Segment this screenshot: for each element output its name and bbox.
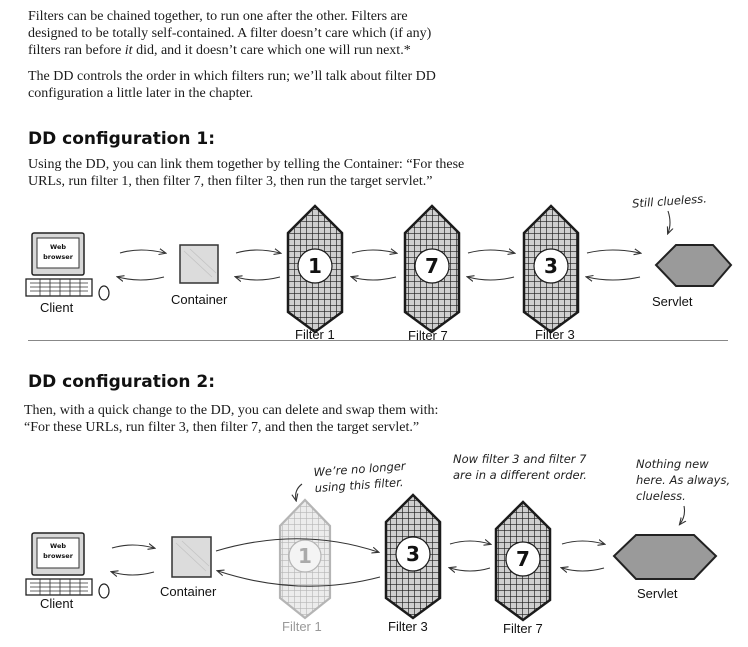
arrow-icon	[449, 541, 490, 544]
filter-1-removed-icon: 1	[278, 498, 332, 620]
config2-servlet-label: Servlet	[637, 586, 678, 601]
bypass-arrow-icon	[215, 538, 378, 552]
config2-diagram: Web browser 1 3 7	[25, 483, 718, 622]
arrow-icon	[561, 541, 604, 544]
arrow-icon	[587, 277, 641, 280]
arrow-icon	[562, 568, 605, 571]
order-note-line-2: are in a different order.	[453, 468, 587, 482]
filter-3-number: 3	[544, 254, 558, 278]
config2-client-label: Client	[40, 596, 74, 611]
client-computer-icon: Web browser	[25, 232, 110, 301]
config2-filter-3-label: Filter 3	[388, 619, 428, 634]
client-computer-icon: Web browser	[25, 532, 110, 599]
config1-arrows	[118, 210, 670, 280]
filter-1-number: 1	[308, 254, 322, 278]
filter-7-number: 7	[516, 547, 530, 571]
note-pointer-arrow-icon	[668, 210, 670, 233]
servlet-icon	[612, 534, 718, 580]
config1-servlet-label: Servlet	[652, 294, 693, 309]
arrow-icon	[119, 250, 165, 253]
config2-container-label: Container	[160, 584, 217, 599]
config1-client-label: Client	[40, 300, 74, 315]
section-divider	[28, 340, 728, 341]
web-browser-text-1: Web	[50, 542, 66, 550]
filter-1-icon: 1	[286, 204, 344, 334]
note-pointer-arrow-icon	[296, 483, 303, 500]
bypass-arrow-icon	[218, 571, 381, 587]
note-pointer-arrow-icon	[680, 505, 685, 524]
web-browser-text-2: browser	[43, 552, 74, 560]
config1-container-label: Container	[171, 292, 228, 307]
config2-filter-1-removed-label: Filter 1	[282, 619, 322, 634]
intro-line-3-emphasis: it	[124, 43, 133, 58]
config1-line-1: Using the DD, you can link them together…	[28, 157, 465, 172]
config1-filter-3-label: Filter 3	[535, 327, 575, 342]
config2-removed-filter-note: We’re no longer using this filter.	[313, 458, 407, 496]
config1-filter-7-label: Filter 7	[408, 328, 448, 343]
filter-3-icon: 3	[384, 493, 442, 620]
config2-description: Then, with a quick change to the DD, you…	[24, 402, 734, 436]
servlet-note-line-3: clueless.	[636, 489, 686, 503]
config1-description: Using the DD, you can link them together…	[28, 156, 728, 190]
servlet-icon	[654, 244, 733, 287]
filter-3-icon: 3	[522, 204, 580, 334]
order-note-line-1: Now filter 3 and filter 7	[453, 452, 587, 466]
config2-arrows	[111, 483, 685, 587]
arrow-icon	[450, 568, 491, 571]
intro-line-1: Filters can be chained together, to run …	[28, 9, 408, 24]
arrow-icon	[586, 250, 640, 253]
intro-p2-line-2: configuration a little later in the chap…	[28, 86, 254, 101]
config2-line-2: “For these URLs, run filter 3, then filt…	[24, 420, 420, 435]
container-box-icon	[171, 536, 212, 578]
arrow-icon	[118, 277, 165, 280]
arrow-icon	[111, 545, 154, 548]
config2-line-1: Then, with a quick change to the DD, you…	[24, 403, 439, 418]
web-browser-text-1: Web	[50, 243, 66, 251]
arrow-icon	[467, 250, 514, 253]
intro-p2-line-1: The DD controls the order in which filte…	[28, 69, 436, 84]
config2-servlet-note: Nothing new here. As always, clueless.	[636, 456, 730, 504]
config2-filter-7-label: Filter 7	[503, 621, 543, 636]
arrow-icon	[352, 277, 397, 280]
arrow-icon	[112, 572, 155, 575]
intro-paragraph-2: The DD controls the order in which filte…	[28, 68, 728, 102]
arrow-icon	[236, 277, 281, 280]
config1-line-2: URLs, run filter 1, then filter 7, then …	[28, 174, 433, 189]
arrow-icon	[351, 250, 396, 253]
servlet-note-line-2: here. As always,	[636, 473, 731, 487]
web-browser-text-2: browser	[43, 253, 74, 261]
config1-filter-1-label: Filter 1	[295, 327, 335, 342]
config1-diagram: Web browser 1 7 3	[25, 204, 733, 334]
filter-3-number: 3	[406, 542, 420, 566]
config2-order-note: Now filter 3 and filter 7 are in a diffe…	[453, 451, 587, 483]
intro-line-3-start: filters ran before	[28, 43, 125, 58]
intro-line-3-end: did, and it doesn’t care which one will …	[132, 43, 411, 58]
arrow-icon	[235, 250, 280, 253]
filter-7-number: 7	[425, 254, 439, 278]
intro-paragraph-1: Filters can be chained together, to run …	[28, 8, 728, 59]
filter-7-icon: 7	[494, 500, 552, 622]
intro-line-2: designed to be totally self-contained. A…	[28, 26, 432, 41]
servlet-note-line-1: Nothing new	[636, 457, 709, 471]
config2-heading: DD configuration 2:	[28, 372, 216, 392]
filter-7-icon: 7	[403, 204, 461, 334]
config1-heading: DD configuration 1:	[28, 129, 216, 149]
arrow-icon	[468, 277, 515, 280]
intro-line-3: filters ran before it did, and it doesn’…	[28, 42, 728, 59]
container-box-icon	[179, 244, 219, 284]
filter-1-removed-number: 1	[298, 544, 312, 568]
